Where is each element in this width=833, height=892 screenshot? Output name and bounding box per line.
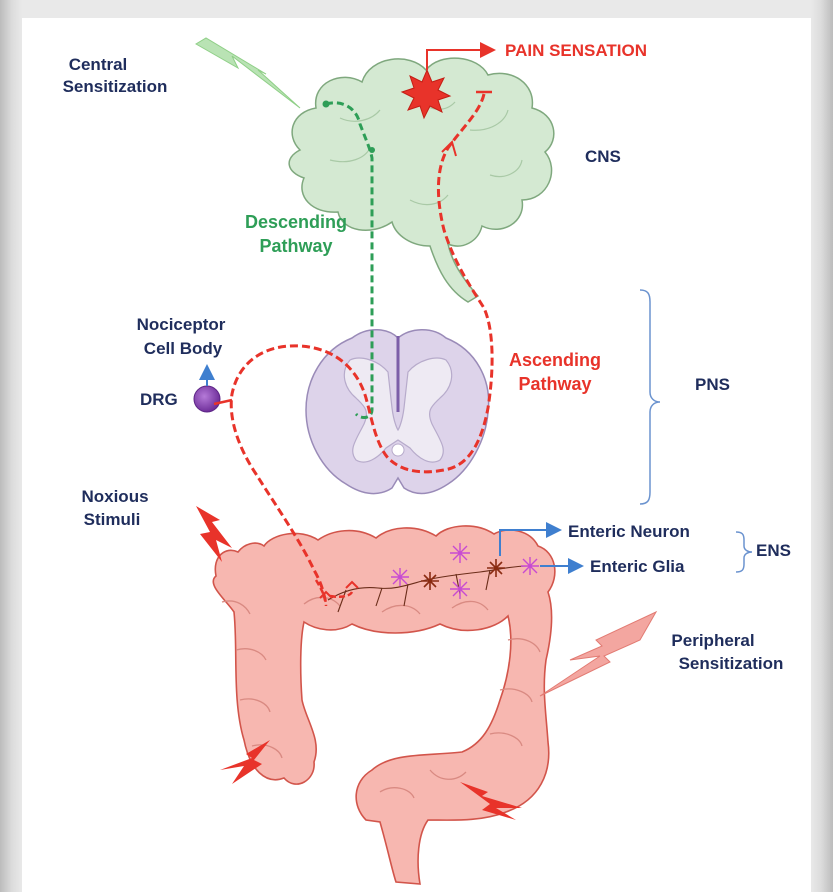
central-lightning-icon	[196, 38, 300, 108]
ascending-pathway-label-1: Ascending	[509, 350, 601, 370]
pns-label: PNS	[695, 375, 730, 394]
enteric-glia-label: Enteric Glia	[590, 557, 685, 576]
enteric-neuron-label: Enteric Neuron	[568, 522, 690, 541]
spinal-central-canal	[392, 444, 404, 456]
pns-bracket	[640, 290, 660, 504]
pain-sensation-label: PAIN SENSATION	[505, 41, 647, 60]
descending-start-dot	[323, 101, 330, 108]
ens-bracket	[736, 532, 752, 572]
ens-label: ENS	[756, 541, 791, 560]
drg-label: DRG	[140, 390, 178, 409]
central-sensitization-label-1: Central	[69, 55, 128, 74]
descending-synapse-dot	[369, 147, 375, 153]
peripheral-sensitization-label-2: Sensitization	[679, 654, 784, 673]
central-sensitization-label-2: Sensitization	[63, 77, 168, 96]
nociceptor-label-1: Nociceptor	[137, 315, 226, 334]
noxious-stimuli-label-1: Noxious	[81, 487, 148, 506]
nociceptor-label-2: Cell Body	[144, 339, 223, 358]
drg-ganglion	[194, 386, 220, 412]
colon	[213, 526, 555, 884]
ascending-pathway-label-2: Pathway	[518, 374, 591, 394]
peripheral-lightning-icon	[540, 612, 656, 696]
descending-pathway-label-1: Descending	[245, 212, 347, 232]
descending-pathway-label-2: Pathway	[259, 236, 332, 256]
noxious-stimuli-label-2: Stimuli	[84, 510, 141, 529]
cns-label: CNS	[585, 147, 621, 166]
peripheral-sensitization-label-1: Peripheral	[671, 631, 754, 650]
